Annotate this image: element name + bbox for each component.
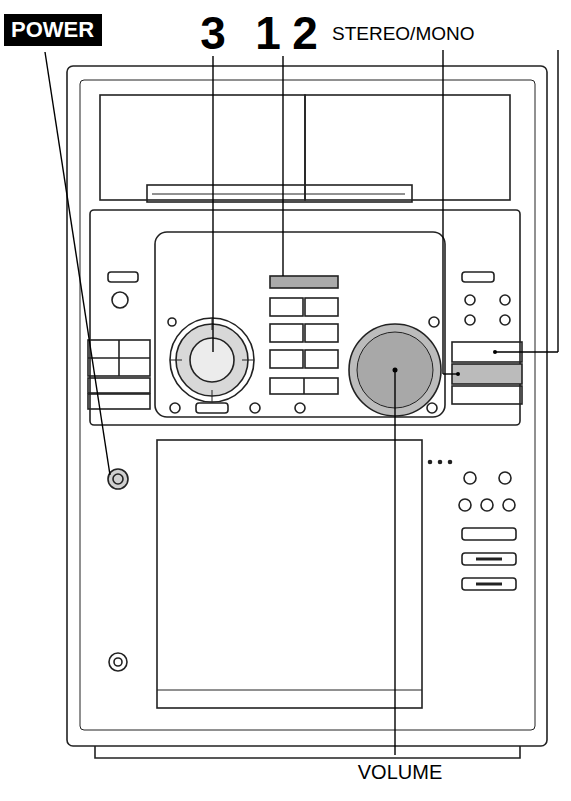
button: [108, 272, 138, 282]
knob: [112, 292, 128, 308]
leader-lines: [45, 50, 558, 755]
button: [88, 340, 150, 376]
button: [462, 272, 494, 282]
housing: [67, 66, 547, 746]
headphone-jack: [109, 653, 127, 671]
callout-number: 3: [200, 10, 226, 56]
power-button: [108, 469, 128, 489]
jog-dial: [170, 318, 254, 402]
part-name: VOLUME: [358, 762, 442, 782]
button: [452, 386, 522, 404]
base: [95, 746, 520, 758]
stereo-mono-button: [452, 364, 522, 384]
callout-number: 2: [292, 10, 318, 56]
cassette-door: [157, 440, 422, 708]
callout-number: 1: [255, 10, 281, 56]
control-section: [90, 210, 520, 425]
control-panel: [155, 232, 445, 417]
power-label-box: POWER: [4, 14, 102, 46]
part-name: STEREO/MONO: [332, 24, 475, 43]
button: [270, 276, 338, 288]
part-name: POWER: [11, 19, 95, 41]
disc-slot: [147, 185, 412, 202]
